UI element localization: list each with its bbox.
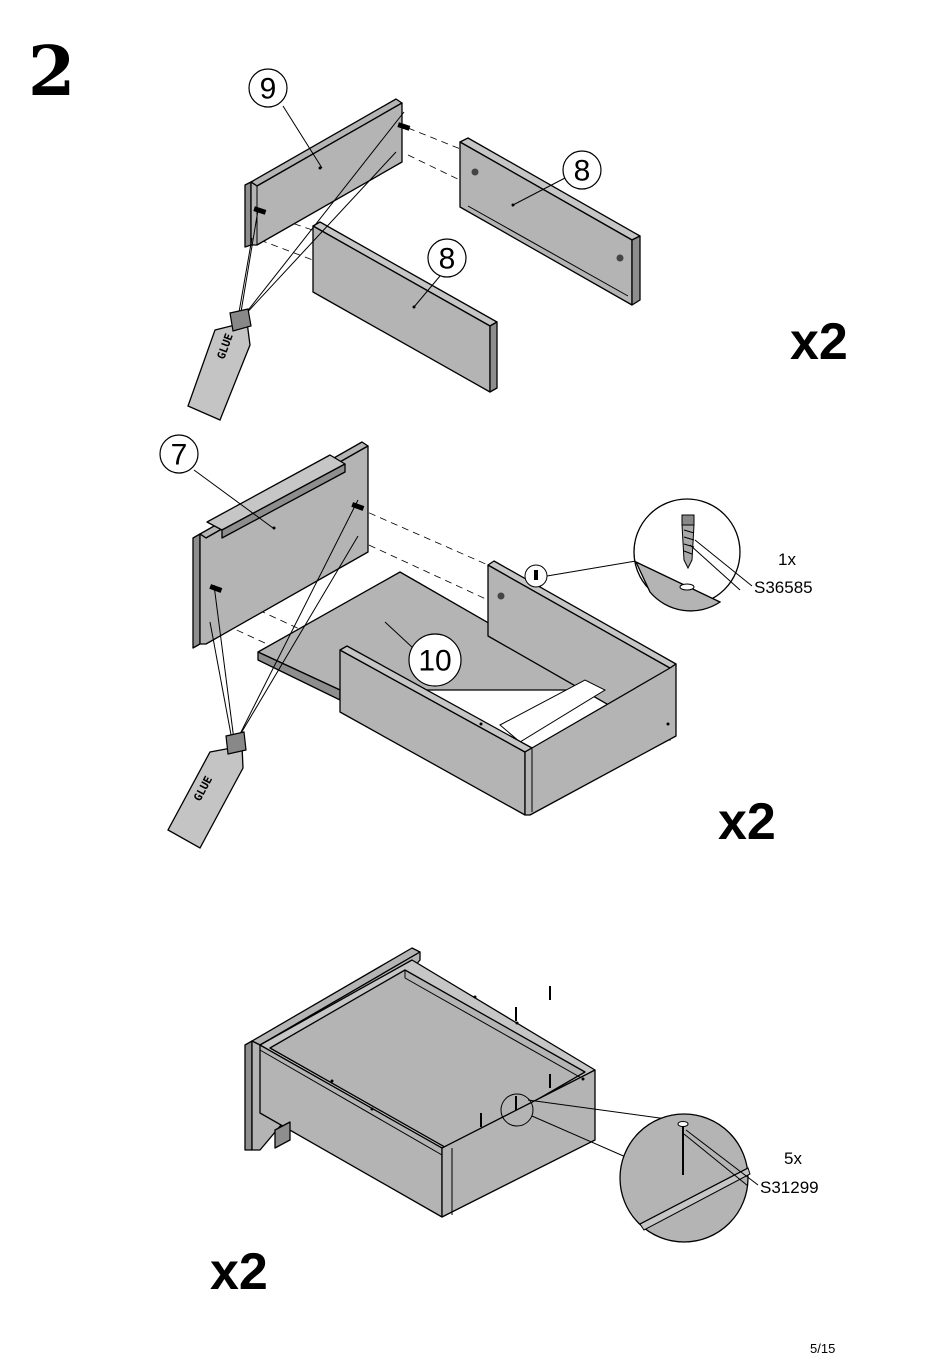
panel-2-multiplier: x2 — [718, 796, 776, 848]
panel-1-multiplier: x2 — [790, 316, 848, 368]
panel-1-drawing: GLUE 9 8 8 — [188, 69, 640, 420]
panel-3-drawing — [245, 948, 758, 1242]
part-8-label-lower: 8 — [439, 243, 456, 276]
screw-s36585-detail — [525, 499, 752, 611]
screw-code: S36585 — [754, 579, 813, 596]
part-8-panel-lower — [313, 222, 497, 392]
panel-2-drawing: GLUE 7 10 — [160, 435, 752, 848]
part-8-panel-right — [460, 138, 640, 305]
magnifier-2 — [620, 1114, 750, 1242]
assembled-drawer — [245, 948, 595, 1217]
part-9-label: 9 — [260, 73, 277, 106]
magnifier-1 — [634, 499, 740, 611]
page-number: 5/15 — [810, 1341, 835, 1356]
screw-quantity: 1x — [778, 551, 796, 568]
nail-quantity: 5x — [784, 1150, 802, 1167]
part-8-label-right: 8 — [574, 155, 591, 188]
part-10-label: 10 — [418, 645, 451, 678]
nail-code: S31299 — [760, 1179, 819, 1196]
part-9-panel — [245, 99, 410, 247]
step-number: 2 — [28, 38, 75, 106]
panel-3-multiplier: x2 — [210, 1246, 268, 1298]
part-7-label: 7 — [171, 439, 188, 472]
